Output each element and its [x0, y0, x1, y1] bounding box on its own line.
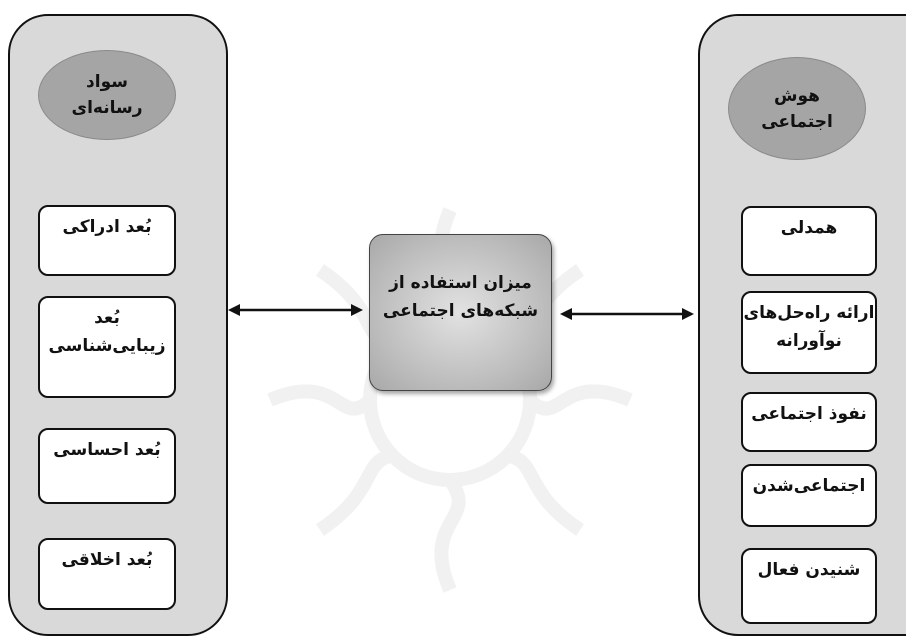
media-literacy-title: سواد رسانه‌ای — [38, 50, 176, 140]
social-intelligence-title: هوش اجتماعی — [728, 57, 866, 160]
ethical-dimension-box: بُعد اخلاقی — [38, 538, 176, 610]
social-influence-box: نفوذ اجتماعی — [741, 392, 877, 452]
emotional-dimension-box: بُعد احساسی — [38, 428, 176, 504]
socialization-box: اجتماعی‌شدن — [741, 464, 877, 527]
right-double-arrow — [560, 308, 694, 320]
aesthetic-dimension-box: بُعد زیبایی‌شناسی — [38, 296, 176, 398]
perceptual-dimension-box: بُعد ادراکی — [38, 205, 176, 276]
active-listening-box: شنیدن فعال — [741, 548, 877, 624]
empathy-box: همدلی — [741, 206, 877, 276]
innovative-solutions-box: ارائه راه‌حل‌های نوآورانه — [741, 291, 877, 374]
social-media-usage-box: میزان استفاده از شبکه‌های اجتماعی — [369, 234, 552, 391]
left-double-arrow — [228, 304, 363, 316]
